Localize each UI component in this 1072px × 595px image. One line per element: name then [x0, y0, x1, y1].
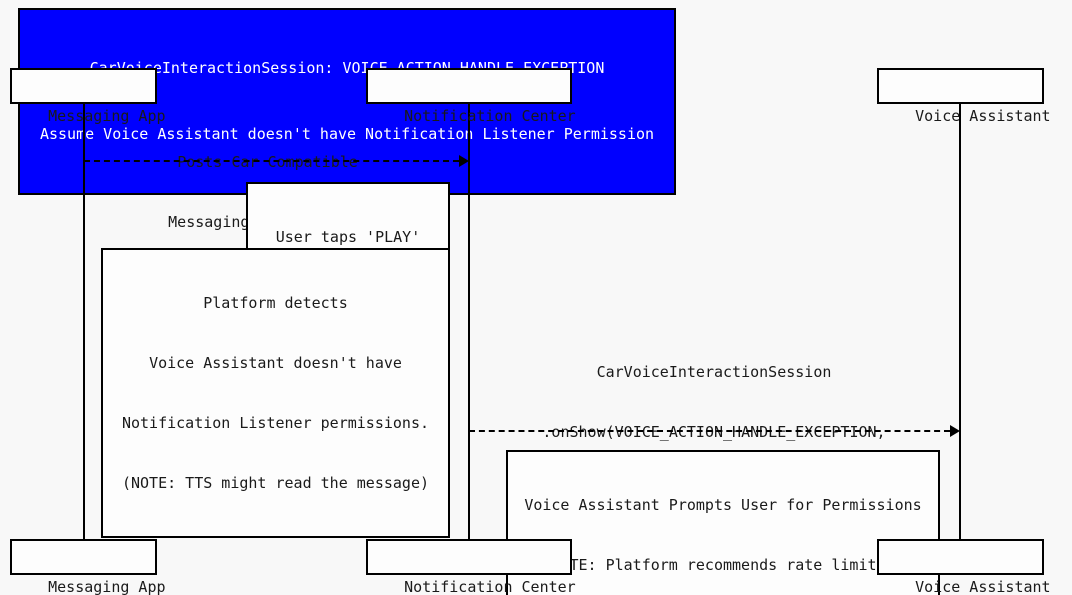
- note-platform-detects-line-2: Voice Assistant doesn't have: [149, 354, 402, 372]
- participant-voice-assistant-bottom[interactable]: Voice Assistant: [877, 539, 1051, 595]
- note-platform-detects-line-3: Notification Listener permissions.: [121, 414, 430, 432]
- lifeline-voice-assistant: [959, 103, 961, 540]
- message-arrow-head-post-notification: [459, 155, 469, 167]
- participant-notification-center-bottom[interactable]: Notification Center: [366, 539, 576, 595]
- message-arrow-head-on-show-call: [950, 425, 960, 437]
- participant-label-voice-assistant-top: Voice Assistant: [915, 107, 1051, 125]
- participant-label-notification-center-top: Notification Center: [404, 107, 576, 125]
- message-label-post-notification-line-1: Posts Car Compatible: [177, 153, 358, 171]
- lifeline-notification-center: [468, 103, 470, 540]
- message-label-on-show-call-line-2: .onShow(VOICE_ACTION_HANDLE_EXCEPTION,: [542, 423, 886, 441]
- participant-messaging-app-bottom[interactable]: Messaging App: [10, 539, 166, 595]
- message-arrow-shaft-post-notification: [84, 160, 459, 162]
- note-platform-detects-line-4: (NOTE: TTS might read the message): [121, 474, 430, 492]
- lifeline-messaging-app: [83, 103, 85, 540]
- diagram-title-line-2: Assume Voice Assistant doesn't have Noti…: [39, 125, 655, 143]
- note-prompts-permissions-line-1: Voice Assistant Prompts User for Permiss…: [524, 496, 922, 514]
- participant-label-messaging-app-top: Messaging App: [48, 107, 166, 125]
- message-arrow-post-notification: [84, 155, 469, 167]
- participant-voice-assistant-top[interactable]: Voice Assistant: [877, 68, 1051, 125]
- message-arrow-shaft-on-show-call: [469, 430, 950, 432]
- note-user-taps-play-line-1: User taps 'PLAY': [275, 228, 421, 246]
- participant-label-notification-center-bottom: Notification Center: [404, 578, 576, 595]
- message-arrow-on-show-call: [469, 425, 960, 437]
- message-label-on-show-call-line-1: CarVoiceInteractionSession: [596, 363, 832, 381]
- participant-label-messaging-app-bottom: Messaging App: [48, 578, 166, 595]
- note-platform-detects-line-1: Platform detects: [203, 294, 348, 312]
- participant-label-voice-assistant-bottom: Voice Assistant: [915, 578, 1051, 595]
- participant-notification-center-top[interactable]: Notification Center: [366, 68, 576, 125]
- note-platform-detects: Platform detects Voice Assistant doesn't…: [101, 248, 450, 538]
- note-prompts-permissions-line-2: (NOTE: Platform recommends rate limiting: [542, 556, 904, 574]
- participant-messaging-app-top[interactable]: Messaging App: [10, 68, 166, 125]
